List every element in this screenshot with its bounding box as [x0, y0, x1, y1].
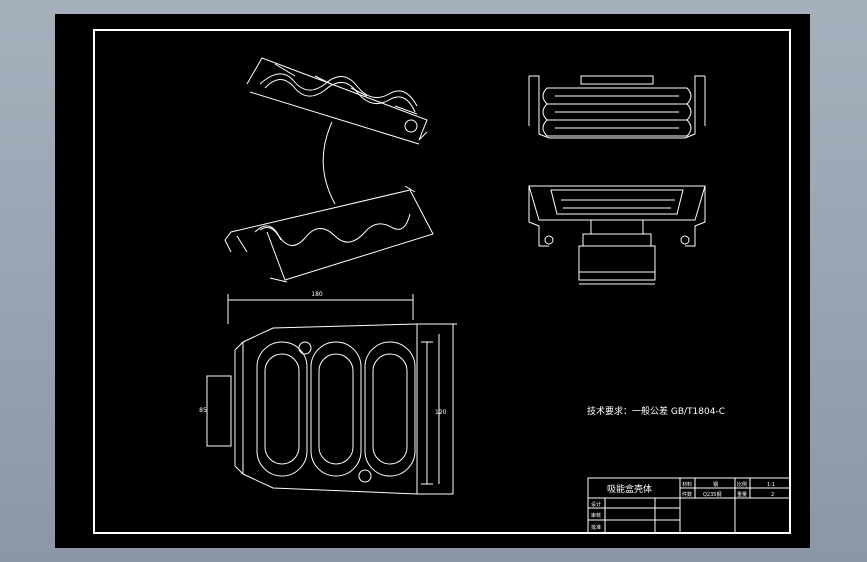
dim-side-height: 120: [435, 409, 447, 416]
title-material-value: 钢: [713, 481, 718, 488]
dim-top-view-left: 85: [199, 407, 207, 414]
title-qty-label: 件数: [682, 491, 692, 498]
title-part-name: 吸能盒壳体: [607, 483, 652, 495]
isometric-view-upper[interactable]: [246, 57, 428, 205]
drawing-border: [93, 29, 791, 534]
title-row-approve: 批准: [591, 524, 601, 531]
title-row-check: 审核: [591, 512, 601, 519]
dim-top-view-width: 180: [311, 291, 323, 298]
title-weight-value: 2: [771, 492, 774, 498]
title-block: [587, 477, 791, 534]
title-scale-value: 1:1: [767, 482, 775, 488]
title-scale-label: 比例: [737, 481, 747, 488]
front-view[interactable]: [528, 75, 706, 139]
title-weight-label: 重量: [737, 491, 747, 498]
title-material-label: 材料: [682, 481, 692, 488]
title-qty-value: Q235钢: [703, 491, 721, 498]
cad-viewport[interactable]: 180 85 120 技术要求：一般公差 GB/T1804-C 吸能盒壳体 材料…: [55, 14, 810, 548]
top-view[interactable]: [206, 294, 457, 495]
technical-requirement-note: 技术要求：一般公差 GB/T1804-C: [587, 405, 725, 417]
isometric-view-lower[interactable]: [224, 185, 434, 283]
bottom-view[interactable]: [528, 185, 706, 285]
drawing-sheet: 180 85 120 技术要求：一般公差 GB/T1804-C 吸能盒壳体 材料…: [93, 29, 791, 534]
title-row-design: 设计: [591, 501, 601, 508]
